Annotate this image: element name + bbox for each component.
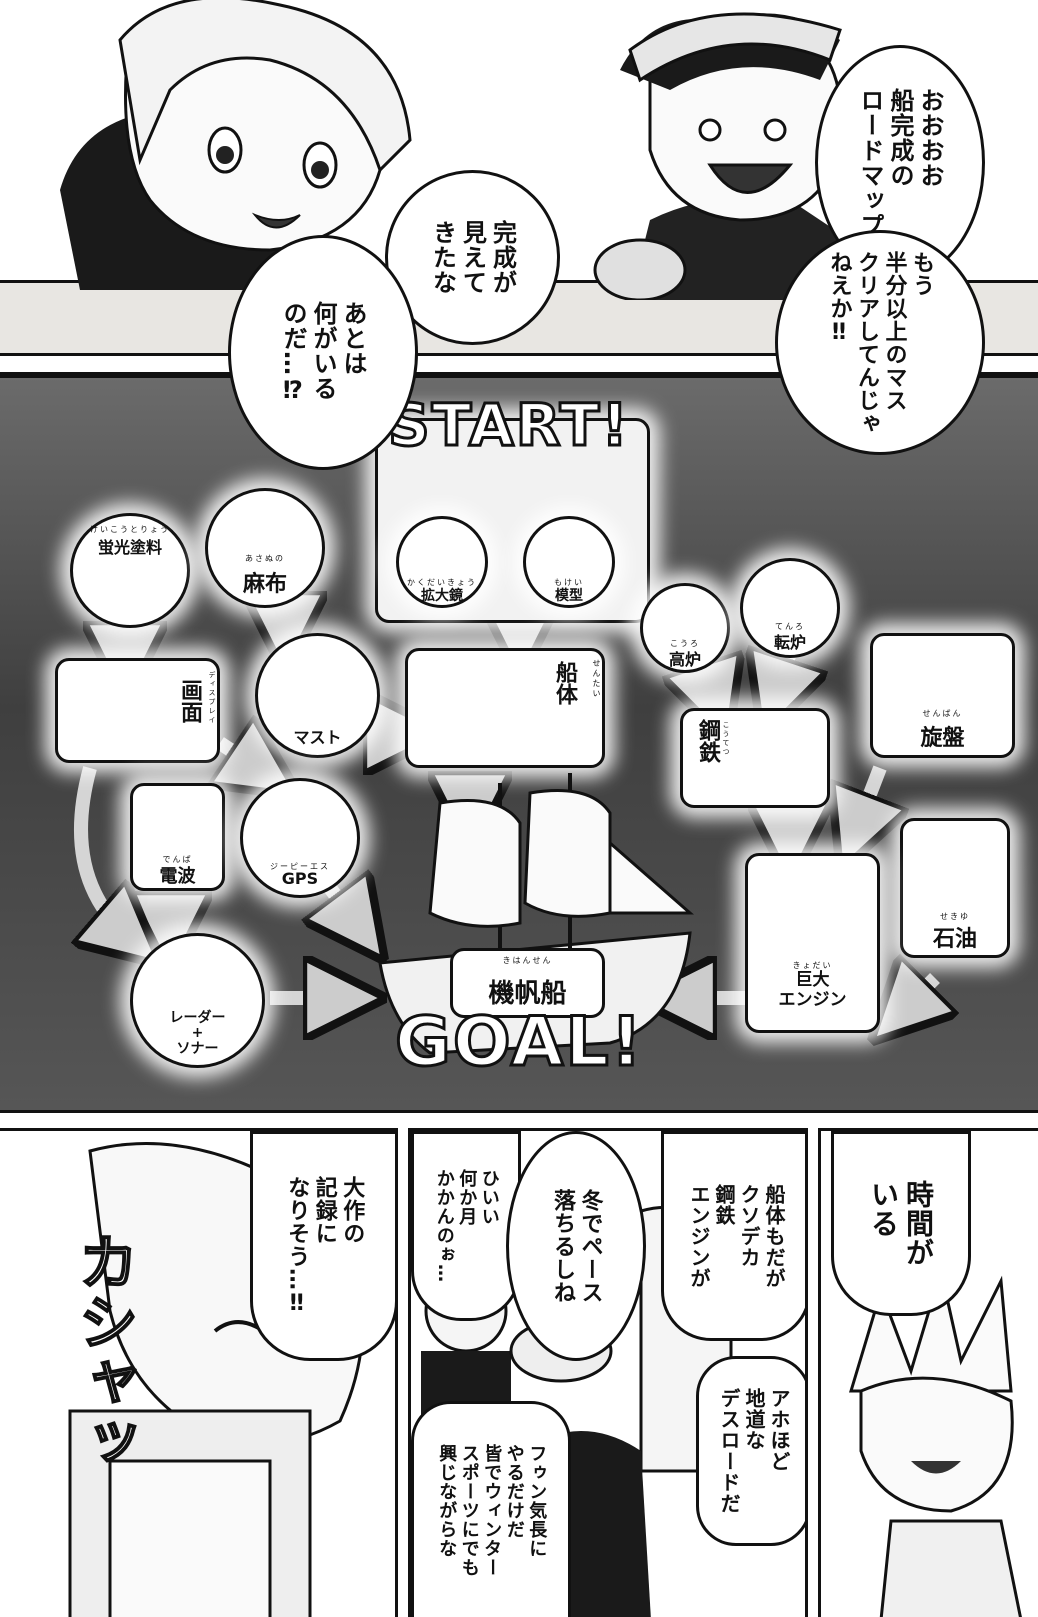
node-mast: マスト [255,633,380,758]
roadmap-arrows [0,583,1038,1113]
node-radio-wave: でんぱ 電波 [130,783,225,891]
ruby-text: もけい [554,578,584,587]
speech-bubble-death-road: アホほど 地道な デスロードだ [696,1356,805,1546]
node-steel: こうてつ 鋼鉄 [680,708,830,808]
node-radar-sonar: レーダー + ソナー [130,933,265,1068]
bottom-left-panel: カシャッ 大作の 記録に なりそう…‼ [0,1128,398,1617]
roadmap-panel: START! かくだいきょう 拡大鏡 もけい 模型 けいこうとりょう 蛍光塗料 … [0,375,1038,1113]
speech-text: アホほど 地道な デスロードだ [717,1388,791,1514]
node-model: もけい 模型 [523,516,615,608]
node-hull: せんたい 船体 [405,648,605,768]
ruby-text: でんぱ [162,855,193,864]
node-label: 電波 [159,866,196,887]
node-label: レーダー + ソナー [169,1010,226,1057]
speech-bubble-what-needed: あとは 何がいる のだ…⁉ [228,235,418,470]
ruby-text: ジーピーエス [270,862,330,871]
node-label: 転炉 [773,633,806,652]
node-converter: てんろ 転炉 [740,558,840,658]
boy-character-figure [593,12,860,300]
node-blast-furnace: こうろ 高炉 [640,583,730,673]
start-label: START! [387,390,630,461]
scientist-boy-figure [848,1265,1022,1617]
ruby-text: きはんせん [502,956,553,965]
node-label: 画面 [177,679,202,723]
top-panel: おおおお 船完成の ロードマップ 完成が 見えて きたな [0,0,1038,375]
node-display: ディスプレイ 画面 [55,658,220,763]
speech-text: ひいい 何か月 かかんのぉ… [433,1169,500,1283]
start-box: START! かくだいきょう 拡大鏡 もけい 模型 [375,390,650,623]
speech-bubble-half-cleared: もう 半分以上のマス クリアしてんじゃ ねえか‼ [775,230,985,455]
ruby-text: かくだいきょう [407,578,477,587]
speech-text: 大作の 記録に なりそう…‼ [284,1175,365,1317]
speech-text: もう 半分以上のマス クリアしてんじゃ ねえか‼ [826,250,935,435]
node-label: 巨大 エンジン [778,970,847,1011]
node-label: 拡大鏡 [421,588,463,604]
node-motor-sailer: きはんせん 機帆船 [450,948,605,1018]
speech-text: あとは 何がいる のだ…⁉ [279,300,367,405]
ruby-text: こうてつ [722,721,730,757]
node-label: GPS [281,869,319,888]
speech-bubble-winter-pace: 冬でペース 落ちるしね [506,1131,646,1361]
ruby-text: こうろ [670,639,700,648]
ruby-text: せきゆ [940,912,970,921]
ruby-text: あさぬの [245,554,285,563]
node-fluorescent-paint: けいこうとりょう 蛍光塗料 [70,513,190,628]
node-label: 旋盤 [920,726,965,751]
speech-text: おおおお 船完成の ロードマップ [856,87,944,238]
ruby-text: せんたい [592,659,601,699]
speech-text: 船体もだが クソデカ 鋼鉄 エンジンが [687,1183,786,1289]
ruby-text: きょだい [792,961,833,970]
ruby-text: てんろ [775,622,805,631]
speech-bubble-completion: 完成が 見えて きたな [385,170,560,345]
node-gps: ジーピーエス GPS [240,778,360,898]
speech-text: 完成が 見えて きたな [428,220,517,295]
node-magnifier: かくだいきょう 拡大鏡 [396,516,488,608]
speech-bubble-masterpiece: 大作の 記録に なりそう…‼ [250,1131,395,1361]
node-label: 鋼鉄 [695,719,720,763]
bottom-middle-panel: ひいい 何か月 かかんのぉ… 冬でペース 落ちるしね 船体もだが クソデカ 鋼鉄… [408,1128,808,1617]
node-label: マスト [293,728,342,747]
node-label: 石油 [932,927,977,952]
speech-bubble-how-long: ひいい 何か月 かかんのぉ… [411,1131,521,1321]
node-giant-engine: きょだい 巨大 エンジン [745,853,880,1033]
node-label: 蛍光塗料 [97,538,162,557]
sound-effect-shutter: カシャッ [67,1230,139,1472]
speech-bubble-winter-sports: フゥン気長に やるだけだ 皆でウィンター スポーツにでも 興じながらな [411,1401,571,1617]
node-label: 模型 [555,588,583,604]
speech-text: 冬でペース 落ちるしね [550,1188,603,1304]
goal-label: GOAL! [394,1002,644,1084]
speech-text: 時間が いる [867,1180,935,1267]
node-oil: せきゆ 石油 [900,818,1010,958]
bottom-right-panel: 時間が いる [818,1128,1038,1617]
node-label: 船体 [552,661,577,705]
girl-character-figure [60,0,412,290]
speech-bubble-need-time: 時間が いる [831,1131,971,1316]
node-label: 麻布 [242,572,287,597]
ruby-text: せんばん [922,709,963,718]
ruby-text: けいこうとりょう [90,525,170,534]
ruby-text: ディスプレイ [208,671,216,725]
node-label: 高炉 [668,650,701,669]
node-label: 機帆船 [488,979,567,1009]
node-hemp-cloth: あさぬの 麻布 [205,488,325,608]
speech-bubble-hull-engine: 船体もだが クソデカ 鋼鉄 エンジンが [661,1131,805,1341]
node-lathe: せんばん 旋盤 [870,633,1015,758]
speech-text: フゥン気長に やるだけだ 皆でウィンター スポーツにでも 興じながらな [436,1444,548,1577]
